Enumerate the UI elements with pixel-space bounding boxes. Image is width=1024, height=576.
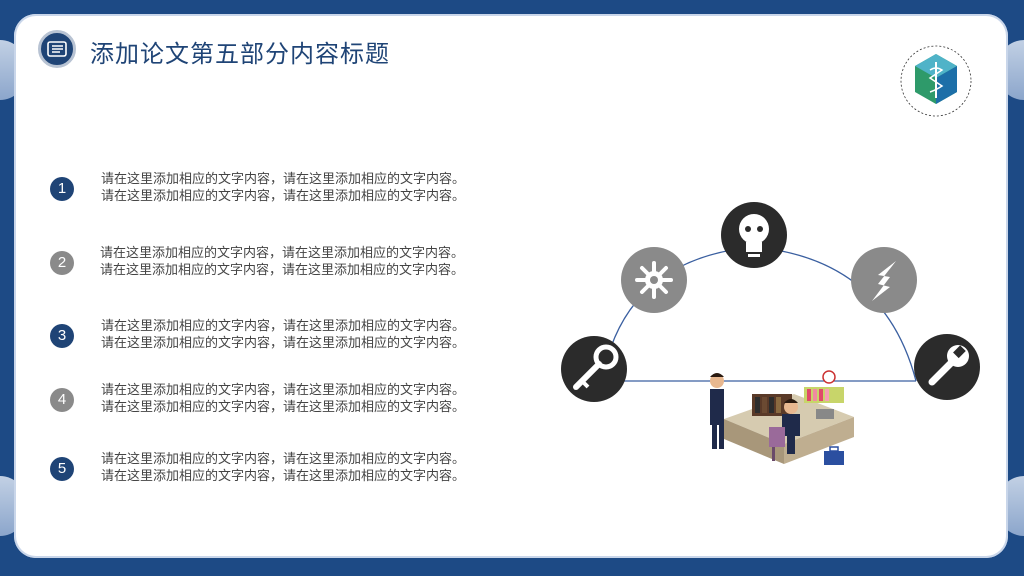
item-text-line: 请在这里添加相应的文字内容，请在这里添加相应的文字内容。 (101, 451, 466, 466)
item-text-line: 请在这里添加相应的文字内容，请在这里添加相应的文字内容。 (100, 245, 465, 260)
item-text: 请在这里添加相应的文字内容，请在这里添加相应的文字内容。 请在这里添加相应的文字… (101, 170, 465, 204)
item-number: 5 (50, 457, 74, 481)
item-text-line: 请在这里添加相应的文字内容，请在这里添加相应的文字内容。 (101, 335, 466, 350)
item-text: 请在这里添加相应的文字内容，请在这里添加相应的文字内容。 请在这里添加相应的文字… (101, 317, 465, 351)
item-text: 请在这里添加相应的文字内容，请在这里添加相应的文字内容。 请在这里添加相应的文字… (101, 381, 465, 415)
document-icon (38, 30, 76, 68)
item-text-line: 请在这里添加相应的文字内容，请在这里添加相应的文字内容。 (101, 399, 466, 414)
icon-arc-diagram (561, 202, 980, 465)
lightbulb-icon (721, 202, 787, 268)
item-text-line: 请在这里添加相应的文字内容，请在这里添加相应的文字内容。 (101, 171, 466, 186)
item-number: 3 (50, 324, 74, 348)
key-icon (561, 336, 627, 402)
office-illustration (710, 370, 854, 465)
page-title: 添加论文第五部分内容标题 (90, 40, 390, 68)
item-text-line: 请在这里添加相应的文字内容，请在这里添加相应的文字内容。 (101, 382, 466, 397)
list-item: 5 请在这里添加相应的文字内容，请在这里添加相应的文字内容。 请在这里添加相应的… (50, 450, 520, 490)
item-text-line: 请在这里添加相应的文字内容，请在这里添加相应的文字内容。 (101, 318, 466, 333)
item-number: 2 (50, 251, 74, 275)
university-logo (900, 45, 972, 117)
list-item: 4 请在这里添加相应的文字内容，请在这里添加相应的文字内容。 请在这里添加相应的… (50, 381, 520, 421)
list-item: 1 请在这里添加相应的文字内容，请在这里添加相应的文字内容。 请在这里添加相应的… (50, 170, 520, 210)
list-item: 3 请在这里添加相应的文字内容，请在这里添加相应的文字内容。 请在这里添加相应的… (50, 317, 520, 357)
list-item: 2 请在这里添加相应的文字内容，请在这里添加相应的文字内容。 请在这里添加相应的… (50, 244, 520, 284)
item-text-line: 请在这里添加相应的文字内容，请在这里添加相应的文字内容。 (100, 262, 465, 277)
gear-icon (621, 247, 687, 313)
item-number: 4 (50, 388, 74, 412)
compass-icon (851, 247, 917, 313)
slide-card: 添加论文第五部分内容标题 1 请在这里添加相应的文字内容，请在这里添加相应的文字… (14, 14, 1008, 558)
wrench-icon (914, 334, 980, 400)
item-text-line: 请在这里添加相应的文字内容，请在这里添加相应的文字内容。 (101, 468, 466, 483)
item-number: 1 (50, 177, 74, 201)
item-text-line: 请在这里添加相应的文字内容，请在这里添加相应的文字内容。 (101, 188, 466, 203)
item-text: 请在这里添加相应的文字内容，请在这里添加相应的文字内容。 请在这里添加相应的文字… (101, 450, 465, 484)
item-text: 请在这里添加相应的文字内容，请在这里添加相应的文字内容。 请在这里添加相应的文字… (100, 244, 464, 278)
